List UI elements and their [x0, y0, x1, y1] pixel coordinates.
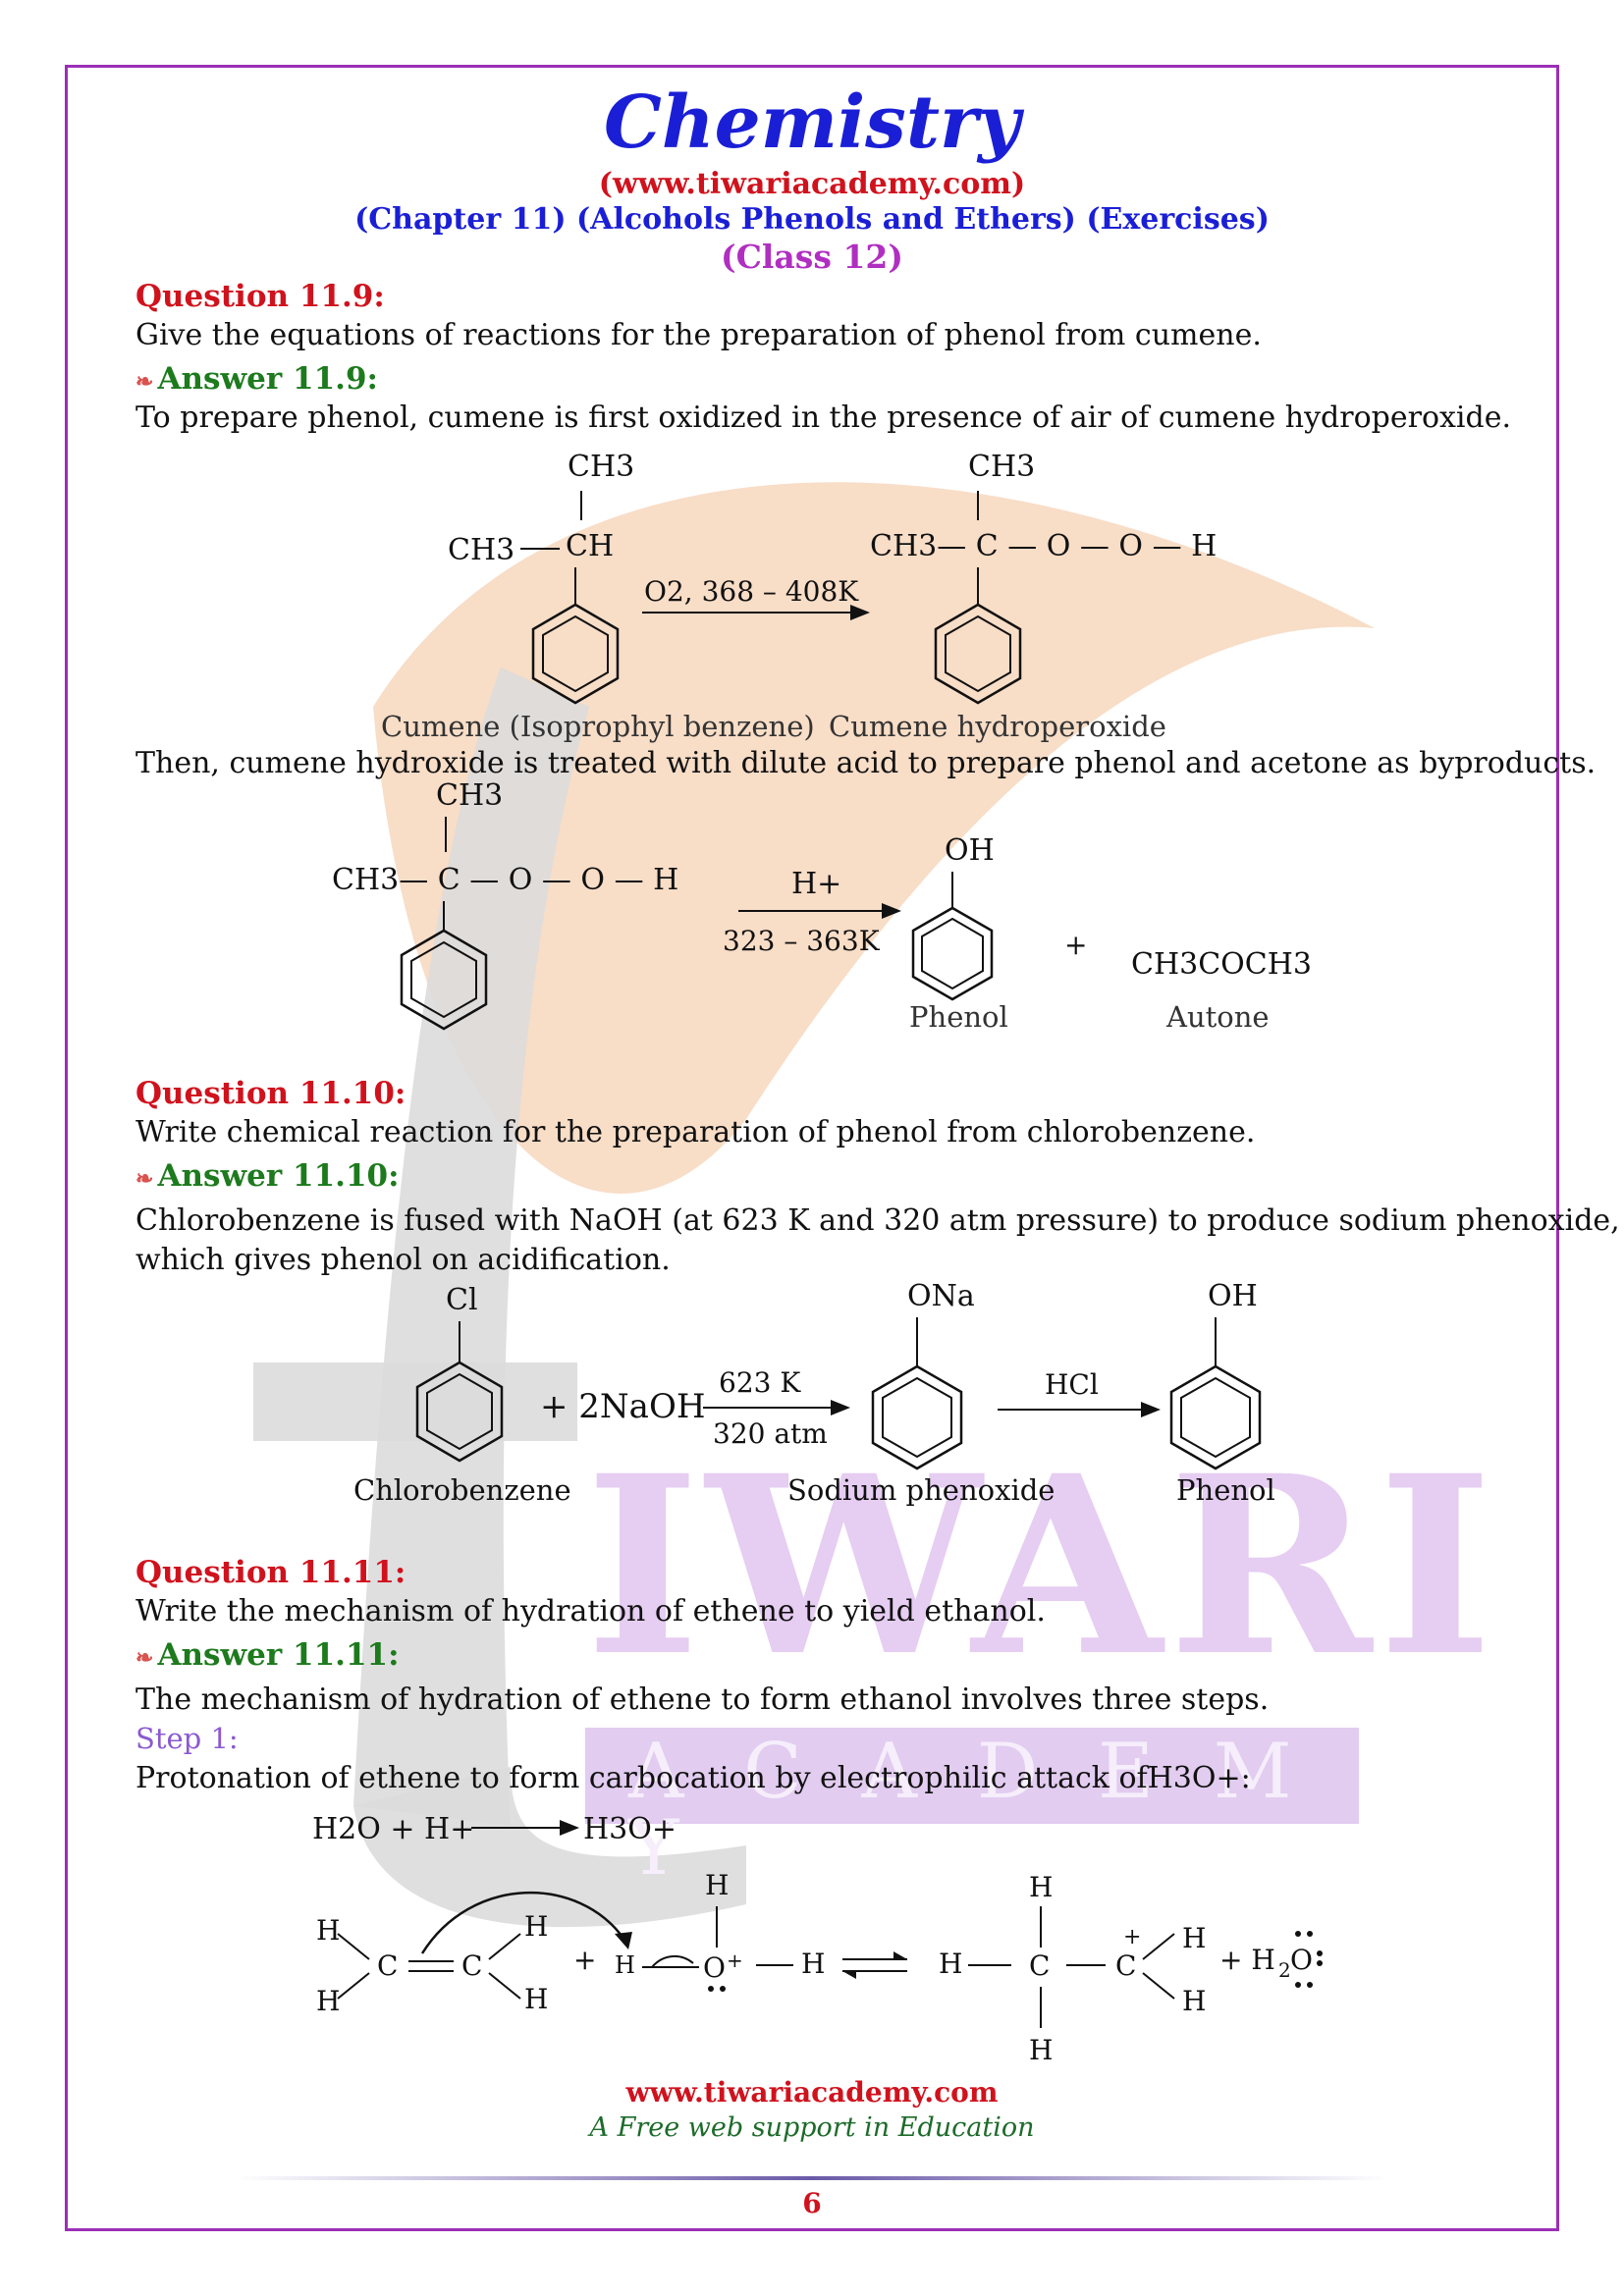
- label-acetone: Autone: [1165, 1000, 1270, 1034]
- hydroperoxide-chain-2: CH3— C — O — O — H: [332, 863, 678, 897]
- benzene-ring-chlorobenzene: [415, 1361, 504, 1463]
- reaction-protonation: H2O + H+ H3O+ H H C C H H + H H O + H H …: [312, 1812, 1323, 2061]
- label-phenol-2: Phenol: [1176, 1473, 1275, 1507]
- page-title: Chemistry: [603, 80, 1021, 165]
- page-border: [65, 65, 1559, 2231]
- svg-text:2: 2: [1278, 1958, 1291, 1982]
- step-1-text: Protonation of ethene to form carbocatio…: [135, 1761, 1251, 1795]
- question-11-9-text: Give the equations of reactions for the …: [135, 318, 1262, 352]
- benzene-ring-phenol-2: [1169, 1364, 1262, 1470]
- answer-11-10-heading: ❧Answer 11.10:: [135, 1158, 400, 1194]
- ethene-structure: H H C C H H + H H O + H H H C H: [316, 1869, 1323, 2061]
- footer-divider: [236, 2176, 1388, 2180]
- answer-11-10-line2: which gives phenol on acidification.: [135, 1243, 671, 1277]
- svg-text:C: C: [1029, 1949, 1050, 1982]
- reaction-cumene-oxidation: CH3 CH3 CH O2, 368 – 408K CH3 CH3— C — O…: [381, 450, 1217, 743]
- svg-text:H: H: [524, 1910, 548, 1943]
- answer-11-11-heading: ❧Answer 11.11:: [135, 1637, 400, 1673]
- chapter-line: (Chapter 11) (Alcohols Phenols and Ether…: [354, 202, 1270, 237]
- plus-sign: +: [1064, 929, 1087, 961]
- class-line: (Class 12): [721, 238, 903, 276]
- svg-text:+: +: [1123, 1925, 1141, 1949]
- benzene-ring-hydroperoxide: [934, 603, 1022, 705]
- ch3-left: CH3: [448, 533, 514, 567]
- then-text: Then, cumene hydroxide is treated with d…: [135, 746, 1597, 780]
- phenoxide-ona: ONa: [907, 1279, 975, 1313]
- reaction-dows-process: Cl + 2NaOH 623 K 320 atm ONa HCl OH Chlo…: [353, 1279, 1275, 1507]
- ch3-top: CH3: [436, 778, 503, 813]
- svg-text:H: H: [939, 1948, 962, 1980]
- svg-text:O: O: [1290, 1944, 1313, 1976]
- website-link[interactable]: (www.tiwariacademy.com): [598, 167, 1026, 201]
- phenol-oh-2: OH: [1208, 1279, 1258, 1313]
- svg-text:H: H: [1029, 1871, 1053, 1903]
- svg-text:H: H: [615, 1951, 635, 1979]
- ch3-top-right: CH3: [968, 450, 1035, 484]
- acetone-formula: CH3COCH3: [1131, 947, 1312, 982]
- footer-website-link[interactable]: www.tiwariacademy.com: [625, 2076, 999, 2109]
- answer-11-11-text: The mechanism of hydration of ethene to …: [135, 1682, 1270, 1717]
- question-11-10-heading: Question 11.10:: [135, 1076, 406, 1111]
- svg-text:H: H: [801, 1948, 825, 1980]
- svg-text:C: C: [1115, 1949, 1136, 1982]
- svg-text:C: C: [377, 1949, 398, 1982]
- ch3-top-left: CH3: [568, 450, 634, 484]
- svg-text:H: H: [1182, 1985, 1206, 2017]
- label-phenol: Phenol: [909, 1000, 1008, 1034]
- tiwari-leaf-icon: ❧: [135, 1166, 154, 1192]
- oxidation-condition: O2, 368 – 408K: [644, 575, 859, 608]
- acid-reagent: H+: [791, 867, 841, 901]
- page-number: 6: [802, 2187, 822, 2219]
- svg-text:+: +: [573, 1944, 596, 1976]
- question-11-9-heading: Question 11.9:: [135, 279, 385, 314]
- svg-text:H: H: [316, 1985, 340, 2017]
- svg-text:O: O: [703, 1951, 726, 1984]
- label-cumene: Cumene (Isoprophyl benzene): [381, 710, 815, 743]
- question-11-11-text: Write the mechanism of hydration of ethe…: [135, 1594, 1046, 1629]
- svg-text:H: H: [524, 1983, 548, 2015]
- ch-group: CH: [566, 529, 614, 563]
- naoh-reagent: + 2NaOH: [540, 1387, 705, 1426]
- chloro-cl: Cl: [446, 1283, 478, 1317]
- phenol-oh: OH: [945, 833, 995, 868]
- svg-text:H: H: [316, 1914, 340, 1947]
- hcl-reagent: HCl: [1045, 1368, 1099, 1401]
- svg-text:H: H: [1029, 2034, 1053, 2061]
- svg-text:H: H: [705, 1869, 729, 1901]
- label-cumene-hydroperoxide: Cumene hydroperoxide: [829, 710, 1166, 743]
- label-sodium-phenoxide: Sodium phenoxide: [787, 1473, 1055, 1507]
- answer-11-9-text: To prepare phenol, cumene is first oxidi…: [135, 400, 1512, 435]
- fusion-temperature: 623 K: [719, 1366, 801, 1399]
- tiwari-leaf-icon: ❧: [135, 1645, 154, 1671]
- footer-tagline: A Free web support in Education: [589, 2112, 1035, 2143]
- benzene-ring-phenol: [911, 906, 994, 1001]
- svg-text:+ H: + H: [1219, 1944, 1275, 1976]
- benzene-ring-phenoxide: [871, 1364, 963, 1470]
- answer-11-10-line1: Chlorobenzene is fused with NaOH (at 623…: [135, 1203, 1620, 1238]
- tiwari-leaf-icon: ❧: [135, 369, 154, 395]
- step-1-heading: Step 1:: [135, 1722, 239, 1755]
- reaction-acid-cleavage: CH3 CH3— C — O — O — H H+ 323 – 363K OH …: [332, 778, 1312, 1034]
- eq1-left: H2O + H+: [312, 1812, 474, 1846]
- label-chlorobenzene: Chlorobenzene: [353, 1473, 571, 1507]
- fusion-pressure: 320 atm: [713, 1417, 828, 1450]
- question-11-11-heading: Question 11.11:: [135, 1555, 406, 1590]
- hydroperoxide-chain: CH3— C — O — O — H: [870, 529, 1217, 563]
- svg-text:H: H: [1182, 1922, 1206, 1954]
- benzene-ring-hydroperoxide-2: [400, 929, 488, 1031]
- question-11-10-text: Write chemical reaction for the preparat…: [135, 1115, 1256, 1149]
- acid-condition: 323 – 363K: [723, 925, 881, 957]
- svg-text:+: +: [727, 1949, 743, 1972]
- benzene-ring-cumene: [531, 603, 620, 705]
- eq1-right: H3O+: [583, 1812, 677, 1846]
- answer-11-9-heading: ❧Answer 11.9:: [135, 361, 378, 397]
- svg-text:C: C: [461, 1949, 482, 1982]
